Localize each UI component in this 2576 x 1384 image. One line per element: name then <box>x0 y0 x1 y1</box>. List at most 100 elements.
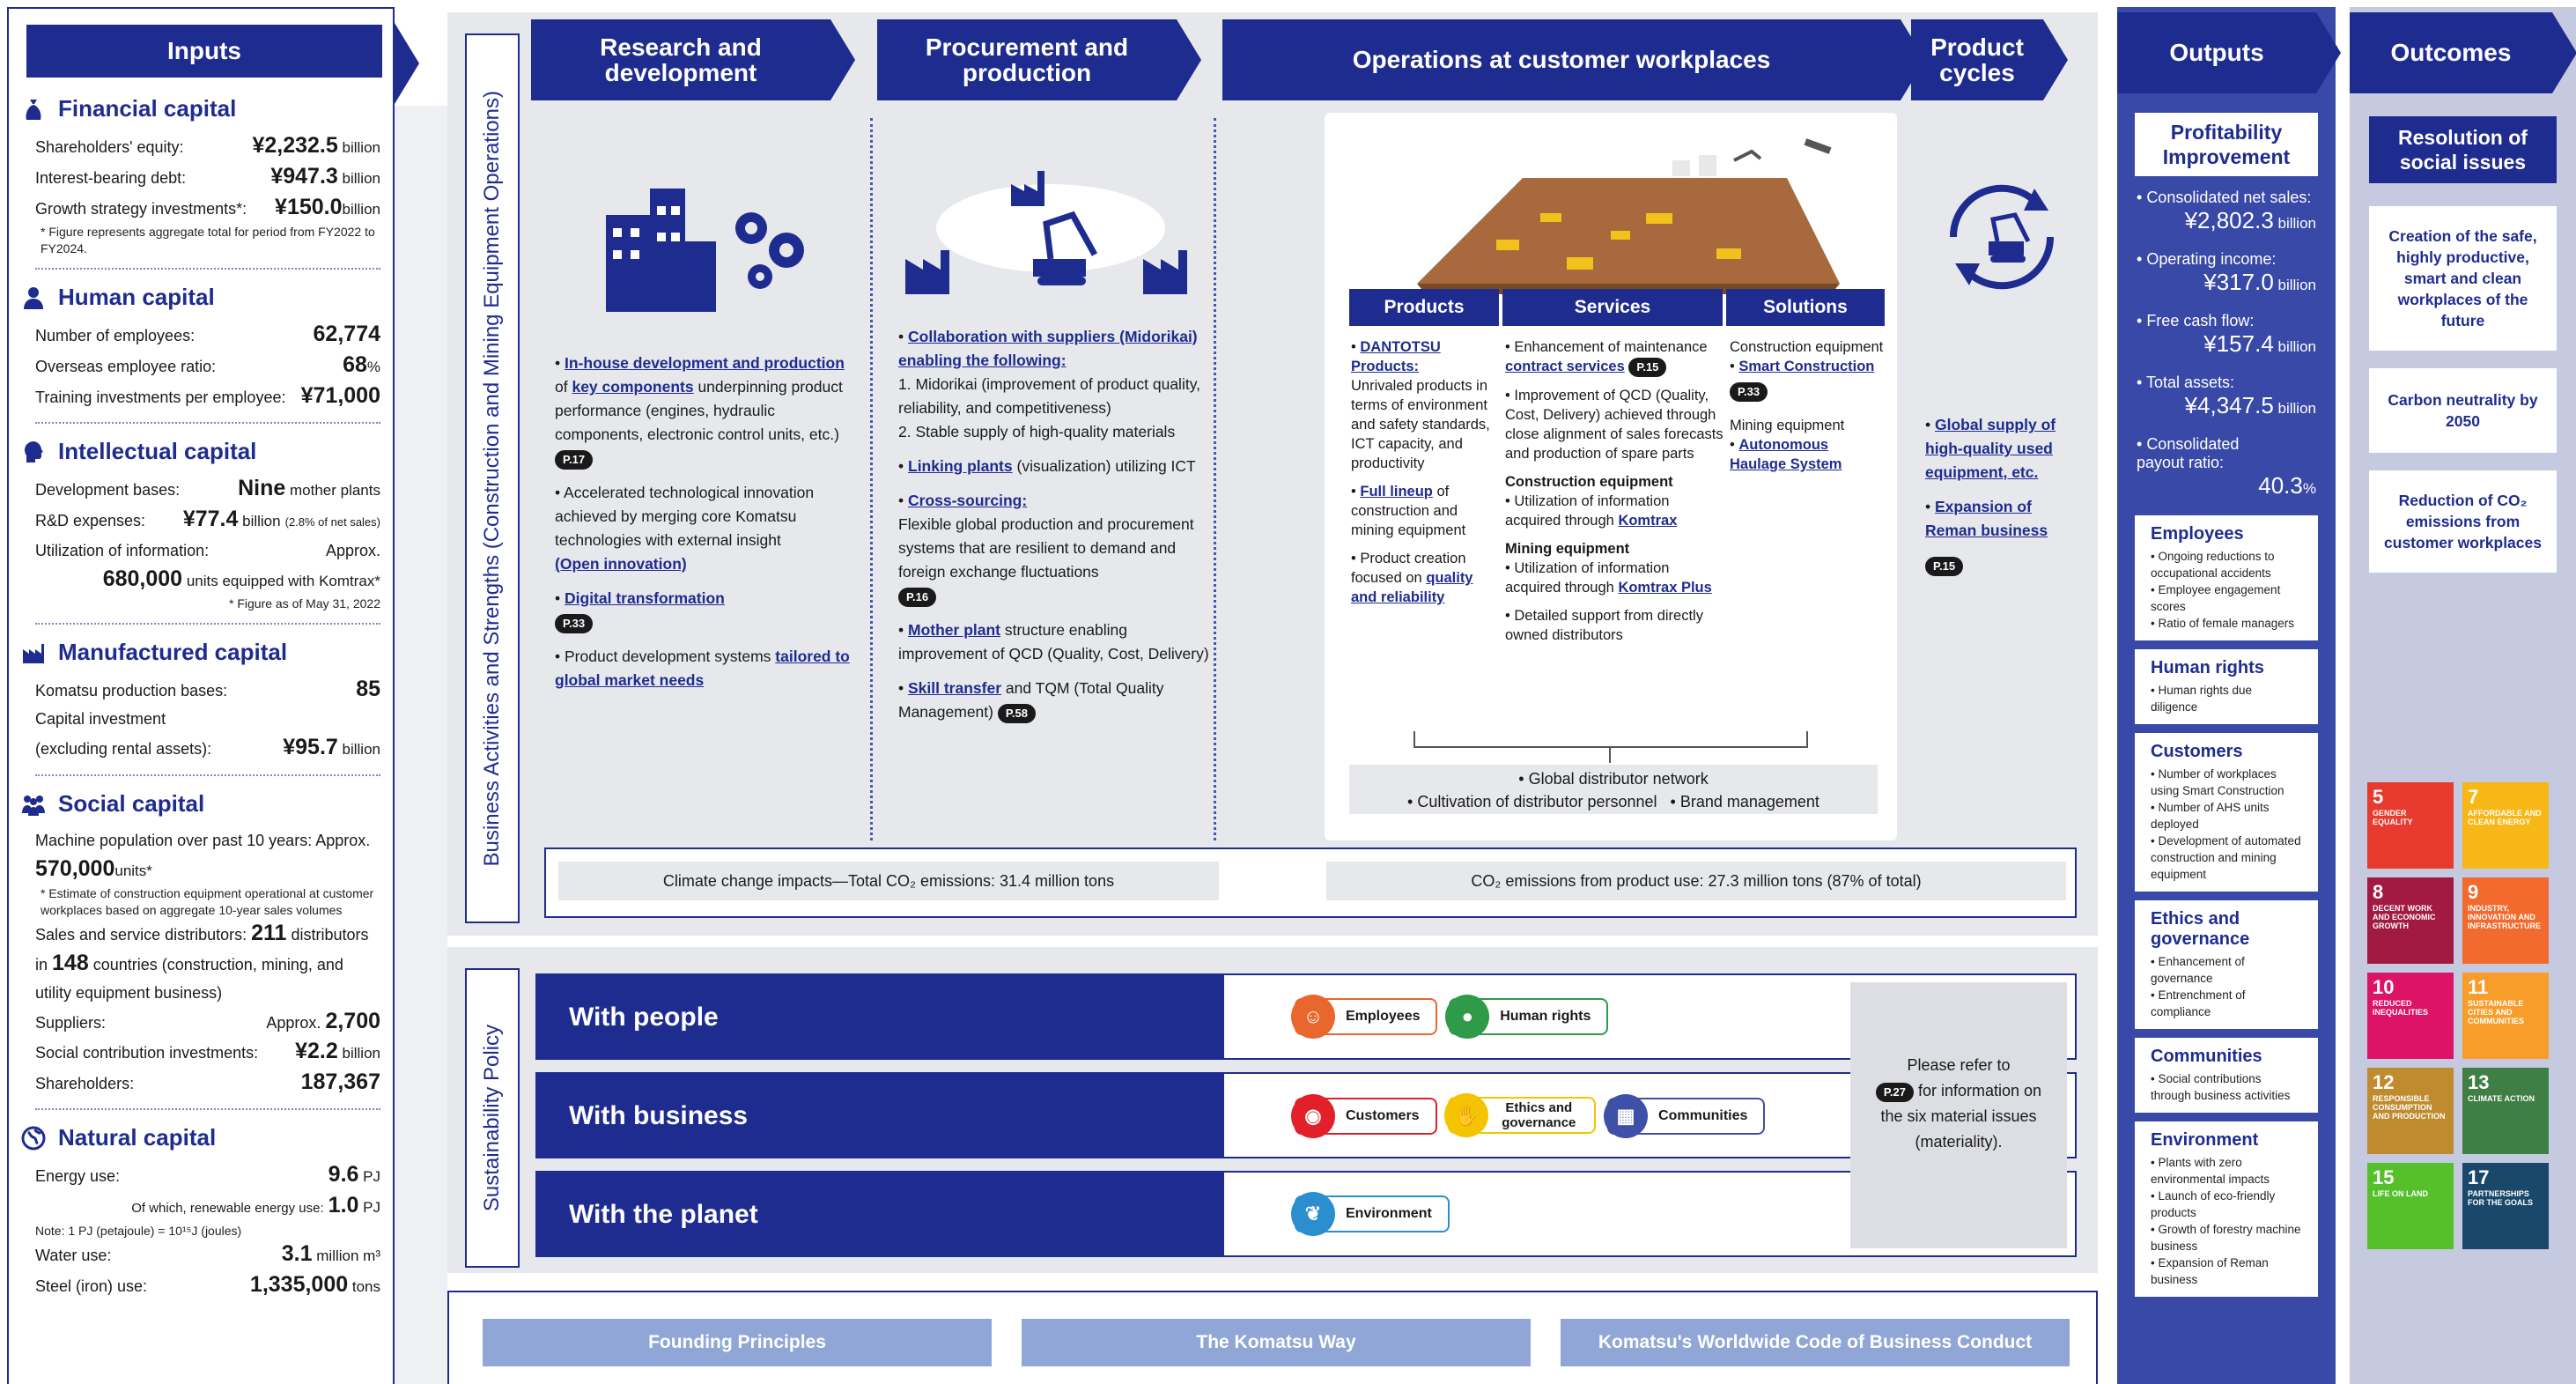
foundation-bar: Founding Principles The Komatsu Way Koma… <box>447 1291 2098 1384</box>
customers-pill[interactable]: ◉Customers <box>1291 1093 1437 1138</box>
cycle-excavator-icon <box>1949 184 2055 290</box>
output-box-title: Employees <box>2151 524 2244 544</box>
output-box-title: Customers <box>2151 742 2243 761</box>
operations-header: Operations at customer workplaces <box>1222 19 1925 100</box>
business-activities-label-box: Business Activities and Strengths (Const… <box>465 33 520 923</box>
output-box-title: Environment <box>2151 1130 2259 1150</box>
sdg-number: 17 <box>2468 1166 2490 1188</box>
business-activities-label: Business Activities and Strengths (Const… <box>480 90 504 867</box>
kpi-list: • Consolidated net sales:¥2,802.3 billio… <box>2117 189 2336 500</box>
page-ref[interactable]: P.33 <box>555 614 594 633</box>
human-title: Human capital <box>58 284 215 310</box>
sdg-number: 13 <box>2468 1071 2490 1093</box>
fin-row-1: Interest-bearing debt:¥947.3 billion <box>35 164 380 189</box>
solutions-header: Solutions <box>1726 289 1885 326</box>
sdg-number: 8 <box>2373 881 2384 903</box>
komatsu-way: The Komatsu Way <box>1022 1319 1531 1366</box>
output-box-item: • Human rights due diligence <box>2151 684 2253 714</box>
climate-box: Climate change impacts—Total CO₂ emissio… <box>544 847 2077 918</box>
fin-note: * Figure represents aggregate total for … <box>41 225 375 255</box>
natural-capital: Natural capital Energy use:9.6 PJ Of whi… <box>9 1124 393 1301</box>
kpi-operating-income: • Operating income:¥317.0 billion <box>2137 250 2316 295</box>
rnd-column: • In-house development and production of… <box>544 109 861 832</box>
sdg-label: GENDER EQUALITY <box>2373 809 2413 826</box>
row-planet: With the planet ❦Environment <box>535 1171 2077 1257</box>
building-icon: ▦ <box>1604 1093 1649 1138</box>
procurement-column: • Collaboration with suppliers (Midorika… <box>888 109 1214 832</box>
sdg-label: CLIMATE ACTION <box>2468 1094 2535 1103</box>
sdg-label: INDUSTRY, INNOVATION AND INFRASTRUCTURE <box>2468 904 2541 930</box>
globe-icon <box>21 1126 46 1150</box>
proc-item-4: • Mother plant structure enabling improv… <box>898 621 1209 662</box>
output-box-employees: Employees • Ongoing reductions to occupat… <box>2135 515 2318 640</box>
page-ref[interactable]: P.27 <box>1875 1083 1914 1102</box>
kpi-payout-ratio: • Consolidated payout ratio:40.3% <box>2137 435 2316 499</box>
divider <box>35 623 380 625</box>
output-box-item: • Social contributions through business … <box>2151 1072 2291 1102</box>
social-capital: Social capital Machine population over p… <box>9 790 393 1098</box>
page-ref[interactable]: P.17 <box>555 450 594 470</box>
financial-capital: Financial capital Shareholders' equity:¥… <box>9 95 393 257</box>
output-box-ethics-and-governance: Ethics and governance • Enhancement of go… <box>2135 900 2318 1029</box>
outcomes-title: Resolution of social issues <box>2369 116 2557 183</box>
financial-title: Financial capital <box>58 95 237 122</box>
products-header: Products <box>1349 289 1499 326</box>
proc-item-5: • Skill transfer and TQM (Total Quality … <box>898 677 1214 724</box>
environment-pill[interactable]: ❦Environment <box>1291 1192 1450 1236</box>
factories-excavator-icon <box>905 171 1187 294</box>
sdg-label: REDUCED INEQUALITIES <box>2373 999 2429 1017</box>
sdg-label: AFFORDABLE AND CLEAN ENERGY <box>2468 809 2542 826</box>
page-ref[interactable]: P.16 <box>898 588 937 607</box>
divider <box>35 1108 380 1110</box>
page-ref[interactable]: P.15 <box>1925 557 1964 576</box>
inputs-header-label: Inputs <box>167 37 241 65</box>
output-box-environment: Environment• Plants with zero environmen… <box>2135 1121 2318 1297</box>
output-box-title: Human rights <box>2151 658 2264 677</box>
sustainability-label-box: Sustainability Policy <box>465 968 520 1268</box>
output-box-item: • Number of workplaces using Smart Const… <box>2151 767 2284 797</box>
human-capital: Human capital Number of employees:62,774… <box>9 284 393 411</box>
money-bag-icon <box>26 99 41 120</box>
output-box-customers: Customers • Number of workplaces using Sm… <box>2135 733 2318 892</box>
procurement-header: Procurement and production <box>877 19 1201 100</box>
proc-item-3: • Cross-sourcing:Flexible global product… <box>898 489 1214 608</box>
business-activities-panel: Business Activities and Strengths (Const… <box>447 12 2098 936</box>
output-boxes: Employees • Ongoing reductions to occupat… <box>2117 515 2336 1297</box>
handshake-icon: ✋ <box>1444 1093 1489 1137</box>
services-header: Services <box>1502 289 1723 326</box>
output-box-item: • Ongoing reductions to occupational acc… <box>2151 550 2275 580</box>
kpi-total-assets: • Total assets:¥4,347.5 billion <box>2137 374 2316 418</box>
sdg-number: 11 <box>2468 976 2489 998</box>
person-icon <box>24 286 43 309</box>
human-rights-pill[interactable]: ●Human rights <box>1445 995 1609 1039</box>
divider <box>35 268 380 270</box>
ethics-pill[interactable]: ✋Ethics and governance <box>1444 1093 1597 1137</box>
buildings-gears-icon <box>606 189 804 312</box>
fin-row-0: Shareholders' equity:¥2,232.5 billion <box>35 133 380 158</box>
employees-pill[interactable]: ☺Employees <box>1291 995 1438 1039</box>
output-box-item: • Employee engagement scores <box>2151 583 2281 613</box>
products-list: • DANTOTSU Products:Unrivaled products i… <box>1351 339 1490 605</box>
communities-pill[interactable]: ▦Communities <box>1604 1093 1766 1138</box>
profitability-title: Profitability Improvement <box>2135 113 2318 176</box>
manufactured-capital: Manufactured capital Komatsu production … <box>9 639 393 764</box>
sdg-number: 9 <box>2468 881 2479 903</box>
output-box-title: Ethics and governance <box>2151 909 2250 949</box>
page-ref[interactable]: P.58 <box>997 704 1036 723</box>
output-box-title: Communities <box>2151 1047 2262 1066</box>
output-box-item: • Growth of forestry machine business <box>2151 1223 2301 1253</box>
proc-item-2: • Linking plants (visualization) utilizi… <box>898 457 1196 475</box>
outcome-item-3: Reduction of CO₂ emissions from customer… <box>2369 470 2557 573</box>
output-box-item: • Enhancement of governance <box>2151 955 2245 985</box>
rnd-item-2: • Accelerated technological innovation a… <box>555 484 815 573</box>
output-box-item: • Expansion of Reman business <box>2151 1256 2269 1286</box>
output-box-item: • Development of automated construction … <box>2151 834 2301 881</box>
brain-icon <box>25 440 43 463</box>
